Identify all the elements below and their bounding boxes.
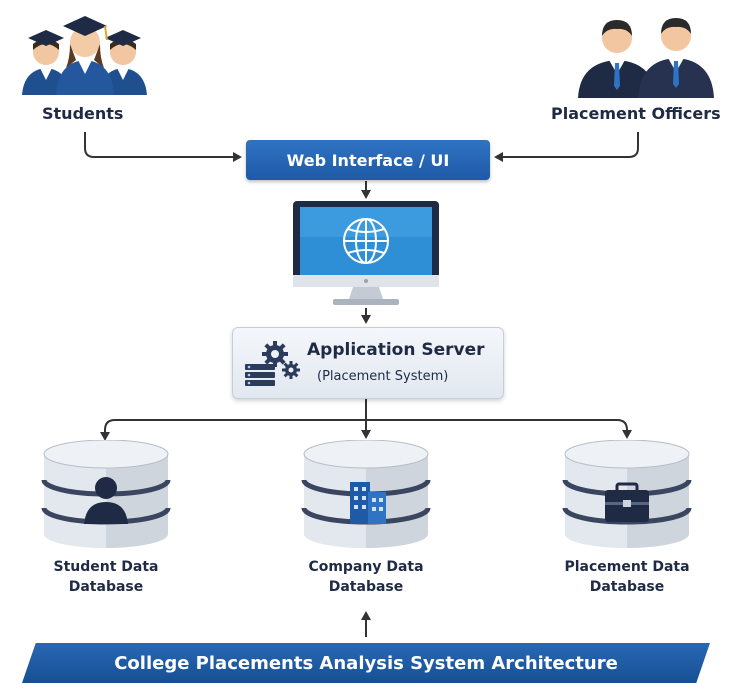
web-interface-box: Web Interface / UI [246, 140, 490, 180]
arrow-students-to-web [84, 132, 242, 162]
graduates-icon [22, 16, 147, 95]
arrow-officers-to-web [494, 132, 639, 162]
application-server-subtitle: (Placement System) [317, 369, 449, 384]
building-icon [350, 482, 386, 524]
officers-icon [578, 18, 714, 98]
officers-label: Placement Officers [551, 104, 721, 123]
application-server-title: Application Server [307, 340, 485, 360]
server-gears-icon [245, 341, 300, 386]
monitor-globe-icon [293, 201, 439, 305]
company-database-label: Company Data Database [308, 559, 424, 595]
placement-database-label: Placement Data Database [564, 559, 690, 595]
students-label: Students [42, 104, 124, 123]
title-banner: College Placements Analysis System Archi… [22, 643, 710, 683]
placement-database-cylinder [562, 440, 692, 548]
application-server-box: Application Server (Placement System) [232, 327, 504, 399]
title-banner-text: College Placements Analysis System Archi… [114, 652, 618, 674]
branch-line [104, 419, 627, 437]
student-database-label: Student Data Database [53, 559, 159, 595]
briefcase-icon [605, 482, 649, 522]
student-database-cylinder [41, 440, 171, 548]
person-icon [84, 477, 128, 524]
web-interface-label: Web Interface / UI [286, 150, 450, 170]
company-database-cylinder [301, 440, 431, 548]
